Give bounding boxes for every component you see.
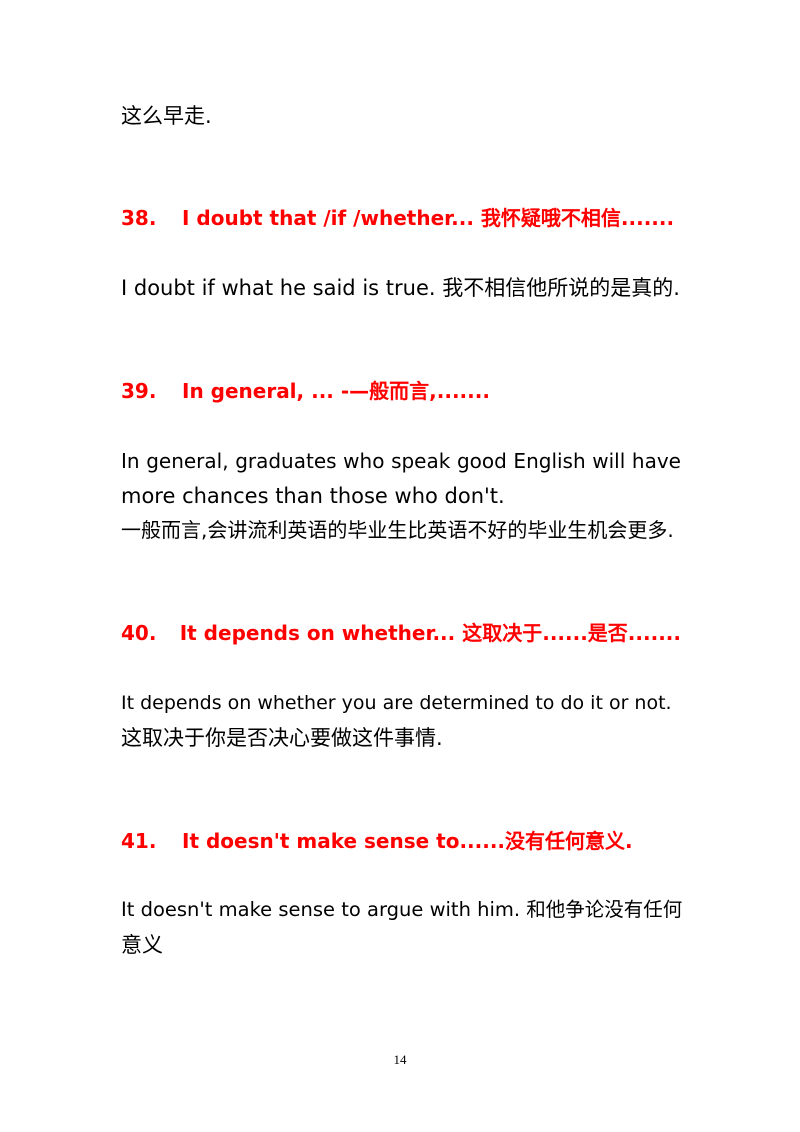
entry-40-line-2: 这取决于你是否决心要做这件事情. [121,726,443,750]
entry-title: In general, ... -—般而言,....... [182,379,490,403]
entry-number: 41. [121,829,157,853]
entry-41-line-1: It doesn't make sense to argue with him.… [121,898,683,921]
entry-40-line-1: It depends on whether you are determined… [121,692,672,714]
entry-38-line-1: I doubt if what he said is true. 我不相信他所说… [121,276,680,300]
entry-heading-38: 38. I doubt that /if /whether... 我怀疑哦不相信… [121,202,681,234]
entry-39-line-3: 一般而言,会讲流利英语的毕业生比英语不好的毕业生机会更多. [121,518,674,542]
page-number: 14 [393,1052,407,1067]
entry-39-line-1: In general, graduates who speak good Eng… [121,449,681,473]
entry-heading-39: 39. In general, ... -—般而言,....... [121,375,681,407]
entry-heading-40: 40. It depends on whether... 这取决于......是… [121,617,681,649]
entry-41-line-2: 意义 [121,933,163,957]
entry-heading-41: 41. It doesn't make sense to......没有任何意义… [121,825,681,857]
entry-title: It depends on whether... 这取决于......是否...… [179,621,681,645]
entry-39-line-2: more chances than those who don't. [121,484,505,508]
entry-title: I doubt that /if /whether... 我怀疑哦不相信....… [182,206,675,230]
entry-number: 40. [121,621,157,645]
intro-line: 这么早走. [121,104,212,128]
entry-number: 39. [121,379,157,403]
entry-title: It doesn't make sense to......没有任何意义. [182,829,633,853]
entry-number: 38. [121,206,157,230]
